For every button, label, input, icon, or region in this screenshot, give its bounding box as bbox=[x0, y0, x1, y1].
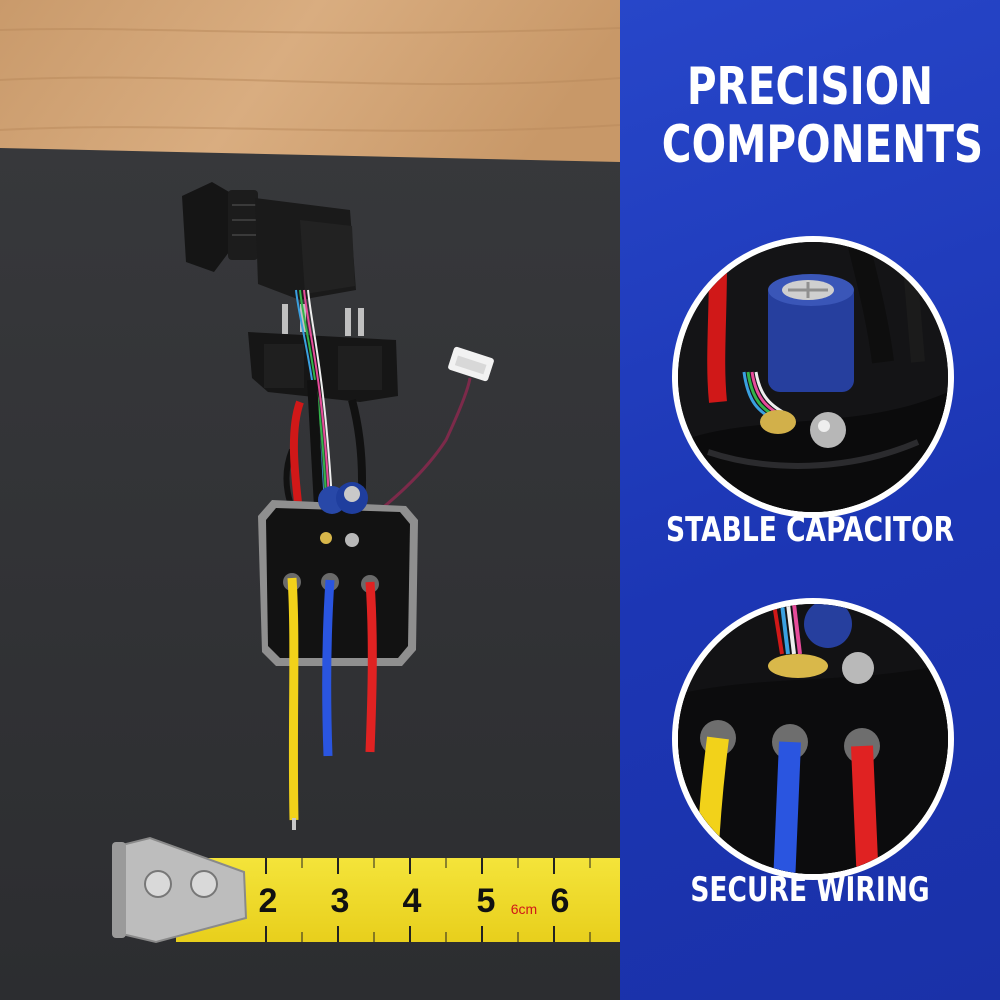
tape-measure: 2 3 4 5 6cm 6 bbox=[112, 836, 620, 944]
tape-tick-4: 4 bbox=[403, 882, 422, 920]
title-line-2: COMPONENTS bbox=[661, 115, 984, 175]
blue-wire bbox=[322, 579, 335, 757]
capacitor-closeup-image bbox=[672, 236, 954, 518]
circuit-board bbox=[258, 482, 418, 666]
white-connector bbox=[448, 346, 494, 382]
tape-tick-5: 5 bbox=[477, 882, 496, 920]
wood-table-background bbox=[0, 0, 620, 170]
yellow-wire bbox=[287, 577, 299, 821]
tape-tick-6: 6 bbox=[551, 882, 570, 920]
switch-block bbox=[248, 304, 398, 402]
title-line-1: PRECISION bbox=[686, 57, 934, 117]
tape-tick-2: 2 bbox=[259, 882, 278, 920]
panel-title: PRECISION COMPONENTS bbox=[661, 57, 984, 175]
tape-unit-label: 6cm bbox=[511, 901, 537, 917]
product-photo: 2 3 4 5 6cm 6 bbox=[0, 0, 620, 1000]
feature-caption-wiring: SECURE WIRING bbox=[690, 870, 930, 910]
tape-tick-3: 3 bbox=[331, 882, 350, 920]
feature-panel: PRECISION COMPONENTS STABLE CAPAC bbox=[620, 0, 1000, 1000]
wiring-closeup-image bbox=[672, 598, 954, 880]
red-wire bbox=[365, 581, 377, 753]
feature-caption-capacitor: STABLE CAPACITOR bbox=[665, 510, 955, 550]
trigger-switch bbox=[182, 182, 356, 300]
